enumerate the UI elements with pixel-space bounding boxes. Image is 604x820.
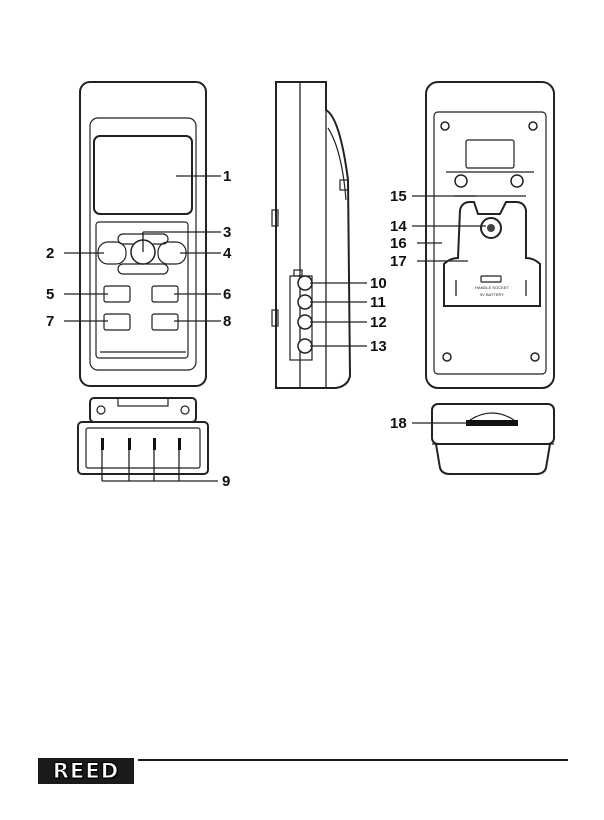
callout-2: 2 xyxy=(46,245,54,262)
brand-logo-text: REED xyxy=(53,759,119,783)
bottom-view xyxy=(432,404,554,474)
reed-logo: REED xyxy=(38,758,134,784)
back-view: HANDLE SOCKET 9V BATTERY xyxy=(426,82,554,388)
callout-14: 14 xyxy=(390,218,407,235)
callout-1: 1 xyxy=(223,168,231,185)
callout-4: 4 xyxy=(223,245,232,262)
callout-7: 7 xyxy=(46,313,54,330)
footer: REED xyxy=(38,758,568,784)
side-view xyxy=(272,82,350,388)
callout-6: 6 xyxy=(223,286,231,303)
callout-15: 15 xyxy=(390,188,407,205)
thermocouple-connector xyxy=(78,398,218,481)
callout-16: 16 xyxy=(390,235,407,252)
lcd-display xyxy=(94,136,192,214)
callout-11: 11 xyxy=(370,294,386,311)
footer-rule xyxy=(138,759,568,761)
callout-5: 5 xyxy=(46,286,54,303)
callout-13: 13 xyxy=(370,338,387,355)
callout-12: 12 xyxy=(370,314,387,331)
callout-17: 17 xyxy=(390,253,407,270)
callout-18: 18 xyxy=(390,415,407,432)
callout-9: 9 xyxy=(222,473,230,490)
callout-8: 8 xyxy=(223,313,231,330)
back-label-line-1: HANDLE SOCKET xyxy=(475,285,509,290)
callout-10: 10 xyxy=(370,275,387,292)
back-label-line-2: 9V BATTERY xyxy=(480,292,504,297)
callout-3: 3 xyxy=(223,224,231,241)
